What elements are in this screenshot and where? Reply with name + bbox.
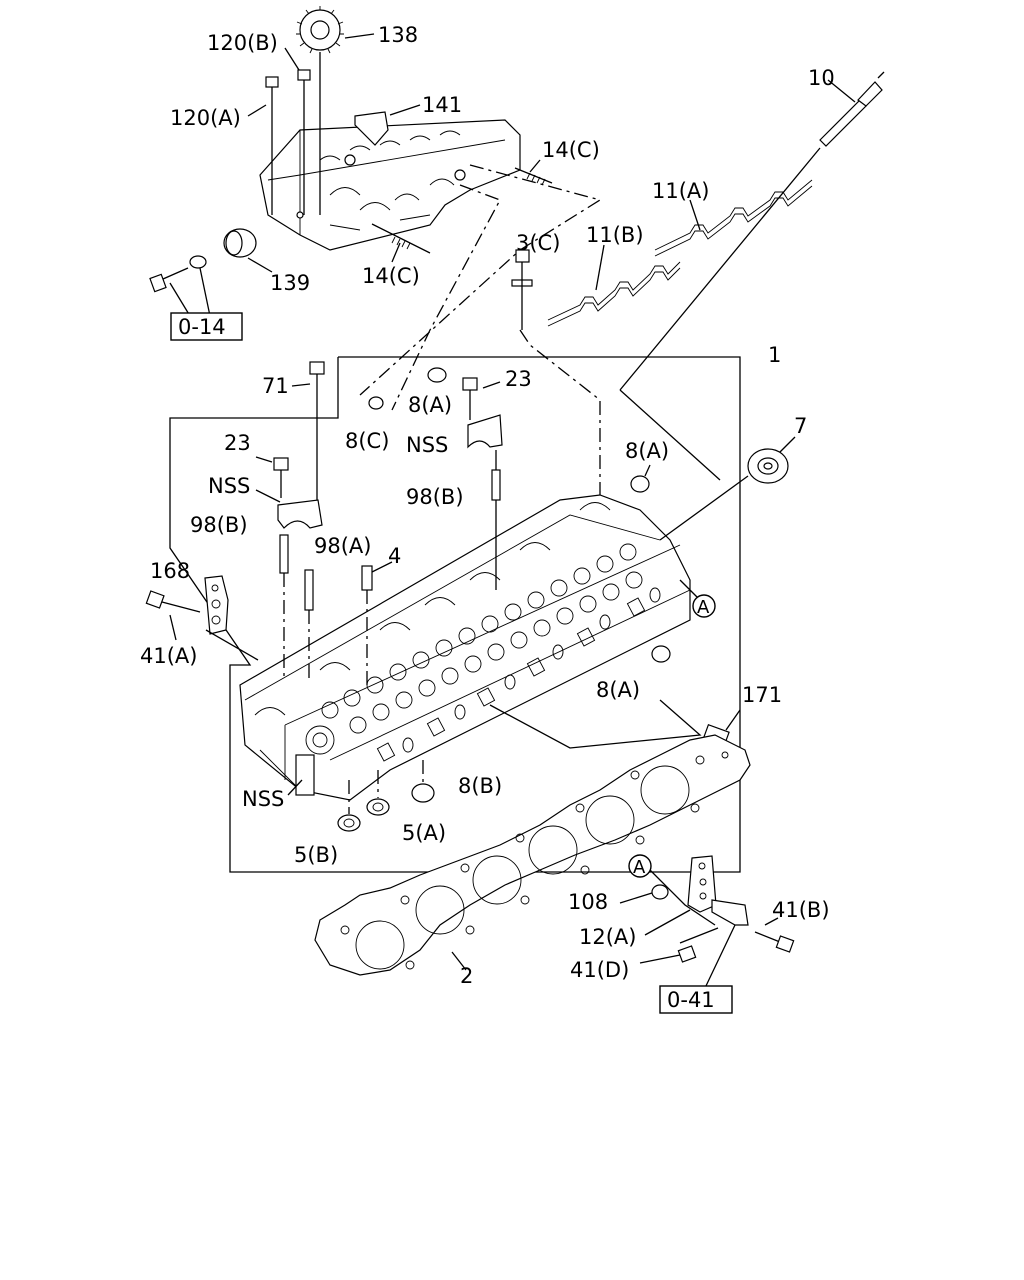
bracket-168-icon <box>204 575 229 635</box>
label-138: 138 <box>378 23 418 47</box>
seal-7-icon <box>747 448 789 484</box>
reference-0-14-text: 0-14 <box>178 315 226 339</box>
label-12a: 12(A) <box>579 925 636 949</box>
cylinder-head-body <box>239 494 691 801</box>
plug-8a-lower-icon <box>651 645 671 663</box>
seal-5a-icon <box>366 798 390 816</box>
plug-8c-icon <box>368 396 384 410</box>
label-41b: 41(B) <box>772 898 830 922</box>
label-7: 7 <box>794 414 807 438</box>
label-98a: 98(A) <box>314 534 371 558</box>
glow-plug-10-icon <box>819 71 885 147</box>
label-23-left: 23 <box>224 431 251 455</box>
dowel-4-icon <box>361 565 373 690</box>
label-120a: 120(A) <box>170 106 241 130</box>
label-141: 141 <box>422 93 462 117</box>
stud-98b-right-icon <box>491 469 501 501</box>
label-10: 10 <box>808 66 835 90</box>
label-nss-left: NSS <box>208 474 250 498</box>
label-nss-bottom: NSS <box>242 787 284 811</box>
upper-carrier-assembly <box>259 119 521 251</box>
connector-11b-icon <box>547 261 681 327</box>
plug-8a-right-icon <box>630 475 650 493</box>
label-5b: 5(B) <box>294 843 338 867</box>
stud-98b-left-icon <box>279 534 289 680</box>
label-1: 1 <box>768 343 781 367</box>
reference-box-0-41[interactable]: 0-41 <box>659 985 733 1014</box>
label-41a: 41(A) <box>140 644 197 668</box>
label-168: 168 <box>150 559 190 583</box>
label-4: 4 <box>388 544 401 568</box>
gear-138-icon <box>296 6 344 54</box>
bushing-139-icon <box>223 228 257 258</box>
plug-8b-icon <box>411 783 435 803</box>
label-8a-lower: 8(A) <box>596 678 640 702</box>
bolt-120b-icon <box>297 69 311 215</box>
label-41d: 41(D) <box>570 958 629 982</box>
label-98b-left: 98(B) <box>190 513 248 537</box>
reference-circle-a-lower: A <box>628 854 652 878</box>
label-23-right: 23 <box>505 367 532 391</box>
circle-a-lower-text: A <box>633 857 646 878</box>
stud-98a-icon <box>304 569 314 680</box>
label-14c-bottom: 14(C) <box>362 264 420 288</box>
label-8a-top: 8(A) <box>408 393 452 417</box>
bolt-41d-icon <box>677 927 719 963</box>
label-120b: 120(B) <box>207 31 278 55</box>
label-3c: 3(C) <box>516 231 560 255</box>
o-ring-108-icon <box>651 884 669 900</box>
label-8c: 8(C) <box>345 429 389 453</box>
plug-8a-top-icon <box>427 367 447 383</box>
label-nss-top: NSS <box>406 433 448 457</box>
bolt-41b-icon <box>754 931 795 953</box>
reference-box-0-14[interactable]: 0-14 <box>170 312 243 341</box>
bolt-3c-icon <box>511 249 533 330</box>
bolt-120a-icon <box>265 76 279 215</box>
bolt-washer-0-14-icon <box>149 255 207 293</box>
label-108: 108 <box>568 890 608 914</box>
stud-14c-bottom-icon <box>371 223 431 254</box>
label-8b: 8(B) <box>458 774 502 798</box>
label-71: 71 <box>262 374 289 398</box>
connector-11a-icon <box>654 179 813 257</box>
stud-14c-top-icon <box>514 167 553 186</box>
label-171: 171 <box>742 683 782 707</box>
circle-a-right-text: A <box>697 597 710 618</box>
nut-23-left-icon <box>273 457 289 498</box>
seal-5b-icon <box>337 814 361 832</box>
reference-0-41-text: 0-41 <box>667 988 715 1012</box>
label-11a: 11(A) <box>652 179 709 203</box>
bracket-nss-left-icon <box>277 499 323 529</box>
label-2: 2 <box>460 964 473 988</box>
label-14c-top: 14(C) <box>542 138 600 162</box>
head-gasket-2 <box>314 734 751 976</box>
bolt-71-icon <box>309 361 325 520</box>
label-139: 139 <box>270 271 310 295</box>
bracket-12a-icon <box>687 855 749 926</box>
bolt-41a-icon <box>145 590 201 613</box>
label-98b-right: 98(B) <box>406 485 464 509</box>
nut-23-right-icon <box>462 377 478 420</box>
assembly-boundary-line <box>169 356 741 873</box>
label-11b: 11(B) <box>586 223 644 247</box>
nss-bottom-block-icon <box>295 754 315 796</box>
label-5a: 5(A) <box>402 821 446 845</box>
part-141-icon <box>354 111 389 146</box>
bracket-nss-top-icon <box>467 414 503 449</box>
label-8a-right: 8(A) <box>625 439 669 463</box>
reference-circle-a-right: A <box>692 594 716 618</box>
